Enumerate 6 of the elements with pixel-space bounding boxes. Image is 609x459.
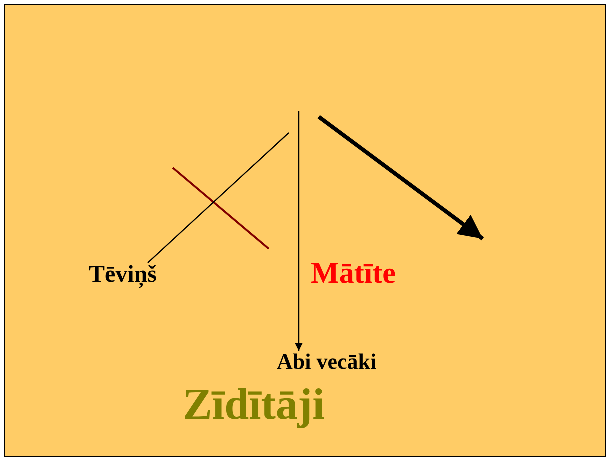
node-label: Tēviņš [89, 263, 158, 287]
arrow [295, 111, 303, 351]
node-label: Abi vecāki [277, 351, 377, 373]
node-label: Zīdītāji [183, 383, 325, 427]
connector-line [148, 132, 290, 264]
node-label: Mātīte [311, 259, 396, 289]
